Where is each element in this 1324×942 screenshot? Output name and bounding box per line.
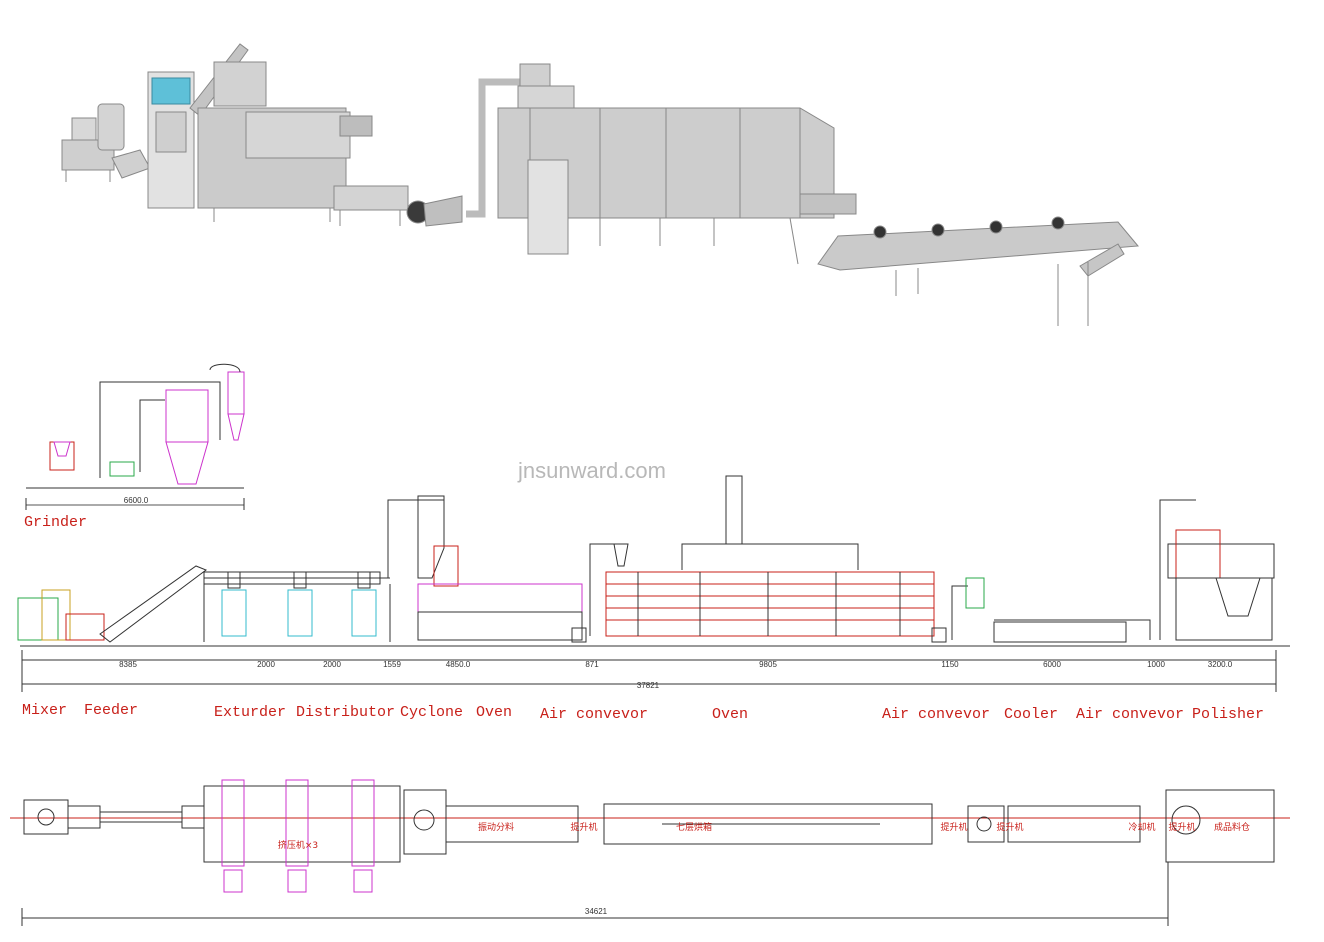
side-view-drawing [17,475,1290,692]
grinder-dimension: 6600.0 [124,496,149,505]
top-view-chinese-labels: 挤压机×3 振动分料 提升机 七层烘箱 提升机 提升机 冷却机 提升机 成品料仓 [278,821,1250,851]
side-dimension-10: 3200.0 [1208,660,1233,669]
side-dimension-labels: 8385 2000 2000 1559 4850.0 871 9805 1150 6000 100… [119,660,1233,669]
side-dimension-3: 1559 [383,660,401,669]
side-label-4: Cyclone [400,704,463,721]
side-label-1: Feeder [84,702,138,719]
grinder-drawing [25,363,245,510]
top-cn-label-8: 成品料仓 [1214,821,1250,833]
side-label-6: Air convevor [540,706,648,723]
top-cn-label-3: 七层烘箱 [676,821,712,833]
side-dimension-4: 4850.0 [446,660,471,669]
side-label-10: Air convevor [1076,706,1184,723]
top-cn-label-4: 提升机 [940,821,967,833]
side-label-7: Oven [712,706,748,723]
side-label-0: Mixer [22,702,67,719]
side-dimension-7: 1150 [941,660,959,669]
side-label-5: Oven [476,704,512,721]
top-view-drawing [10,779,1290,926]
side-view-labels: Mixer Feeder Exturder Distributor Cyclone Ove… [22,702,1264,723]
top-cn-label-7: 提升机 [1168,821,1195,833]
grinder-label: Grinder [24,514,87,531]
machine-illustration [61,43,1140,326]
side-dimension-9: 1000 [1147,660,1165,669]
top-cn-label-0: 挤压机×3 [278,839,318,851]
side-total-dimension: 37821 [637,681,660,690]
top-cn-label-5: 提升机 [996,821,1023,833]
side-label-11: Polisher [1192,706,1264,723]
side-label-8: Air convevor [882,706,990,723]
side-label-2: Exturder [214,704,286,721]
side-label-3: Distributor [296,704,395,721]
top-cn-label-1: 振动分料 [478,821,514,833]
top-cn-label-6: 冷却机 [1128,821,1155,833]
top-total-dimension: 34621 [585,907,608,916]
side-dimension-6: 9805 [759,660,777,669]
side-dimension-5: 871 [585,660,599,669]
side-dimension-8: 6000 [1043,660,1061,669]
side-dimension-0: 8385 [119,660,137,669]
side-dimension-2: 2000 [323,660,341,669]
watermark: jnsunward.com [517,458,666,483]
top-cn-label-2: 提升机 [570,821,597,833]
side-dimension-1: 2000 [257,660,275,669]
side-label-9: Cooler [1004,706,1058,723]
